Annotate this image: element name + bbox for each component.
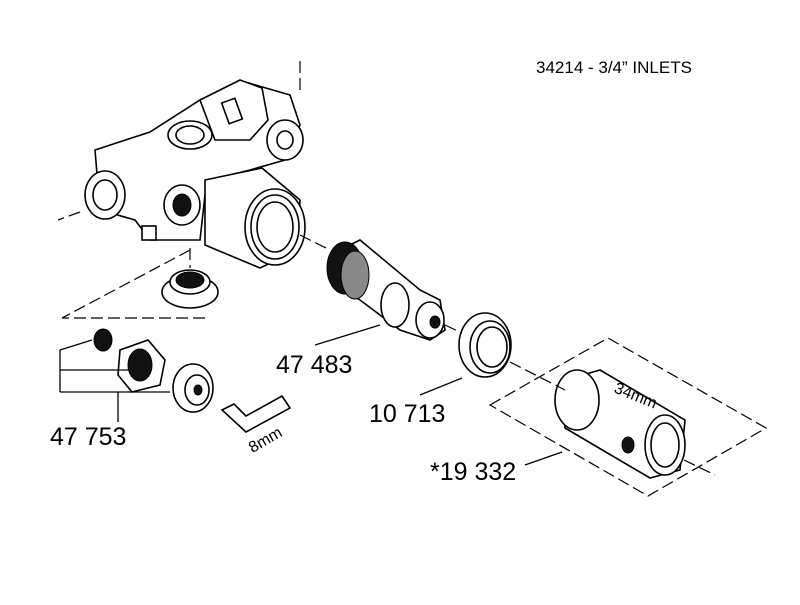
assembly-axes [57, 60, 716, 476]
extension-part [554, 369, 686, 479]
leader-lines [59, 324, 563, 466]
part-number-cartridge: 47 483 [276, 351, 353, 379]
part-number-nut: 10 713 [369, 400, 446, 428]
nut-part [458, 312, 512, 378]
valve-body [84, 79, 306, 269]
check-valve-part [93, 328, 214, 413]
hex-key-part [220, 394, 292, 433]
model-number-label: 34214 - 3/4” INLETS [536, 58, 692, 77]
part-number-extension: *19 332 [430, 458, 517, 486]
plug-cap [161, 269, 219, 309]
part-number-check-valve: 47 753 [50, 423, 127, 451]
extension-callout-box [488, 337, 768, 497]
cartridge-part [326, 239, 446, 341]
